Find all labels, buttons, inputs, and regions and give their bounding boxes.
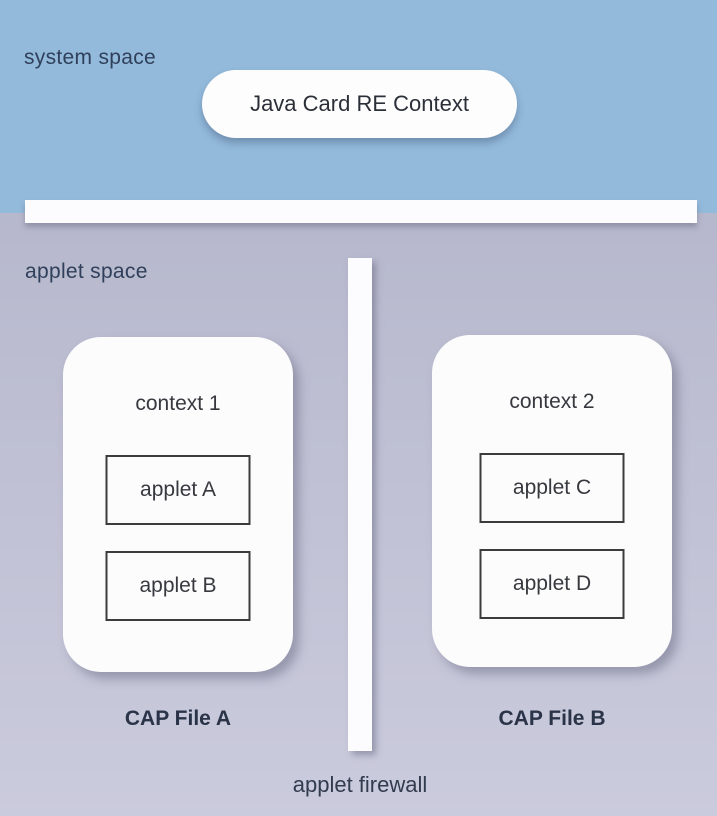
context-1-title: context 1 — [135, 392, 221, 415]
cap-file-b-label: CAP File B — [498, 707, 606, 730]
applet-firewall-label: applet firewall — [292, 772, 428, 797]
applet-c-box: applet C — [479, 453, 625, 523]
system-space-label: system space — [24, 46, 156, 69]
system-applet-boundary-bar — [25, 200, 697, 223]
context-1-box: context 1 applet A applet B — [63, 337, 293, 672]
cap-file-a-label: CAP File A — [124, 707, 232, 730]
applet-firewall-bar — [348, 258, 372, 751]
applet-b-box: applet B — [105, 551, 251, 621]
context-2-title: context 2 — [509, 390, 595, 413]
applet-d-box: applet D — [479, 549, 625, 619]
applet-space-label: applet space — [25, 260, 148, 283]
java-card-re-context-pill: Java Card RE Context — [202, 70, 517, 138]
context-2-box: context 2 applet C applet D — [432, 335, 672, 667]
applet-a-box: applet A — [105, 455, 251, 525]
